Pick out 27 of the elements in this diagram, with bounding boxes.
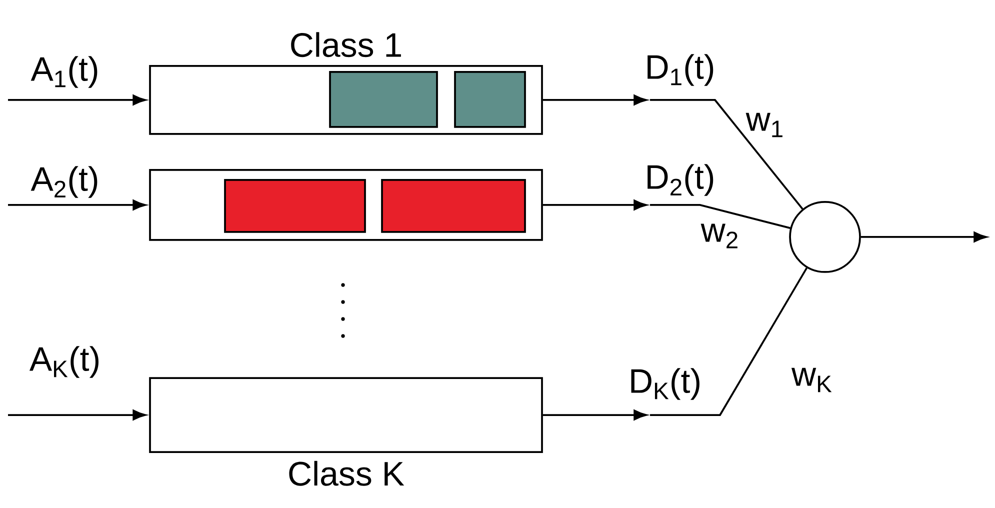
- edge-label: w$_{K}$: [791, 368, 832, 392]
- edge-label: A$_{1}$(t): [30, 56, 98, 88]
- edge-label: D$_{K}$(t): [631, 368, 700, 400]
- node-label: Class 1: [291, 32, 401, 58]
- arrow: [8, 200, 146, 210]
- edge-label: A$_{2}$(t): [30, 166, 98, 198]
- connector-line: [650, 267, 808, 416]
- edge-label: w$_{2}$: [700, 224, 738, 248]
- packet: [224, 179, 366, 233]
- queue-box: Class K: [149, 377, 543, 486]
- edge-label: w$_{1}$: [746, 112, 782, 138]
- connector-line: [650, 204, 790, 229]
- node-label: Class K: [289, 460, 404, 486]
- edge-label: D$_{2}$(t): [648, 164, 714, 196]
- edge-label: A$_{K}$(t): [29, 346, 98, 378]
- packet: [329, 71, 438, 128]
- arrow: [860, 232, 987, 242]
- packet: [381, 179, 526, 233]
- arrow: [542, 200, 647, 210]
- arrow: [542, 410, 647, 420]
- summing-circle: [789, 201, 861, 273]
- arrow: [8, 94, 146, 106]
- connector-line: [650, 99, 804, 210]
- packet: [454, 71, 526, 128]
- edge-label: D$_{1}$(t): [648, 54, 714, 86]
- arrow: [542, 94, 647, 106]
- arrow: [8, 410, 146, 420]
